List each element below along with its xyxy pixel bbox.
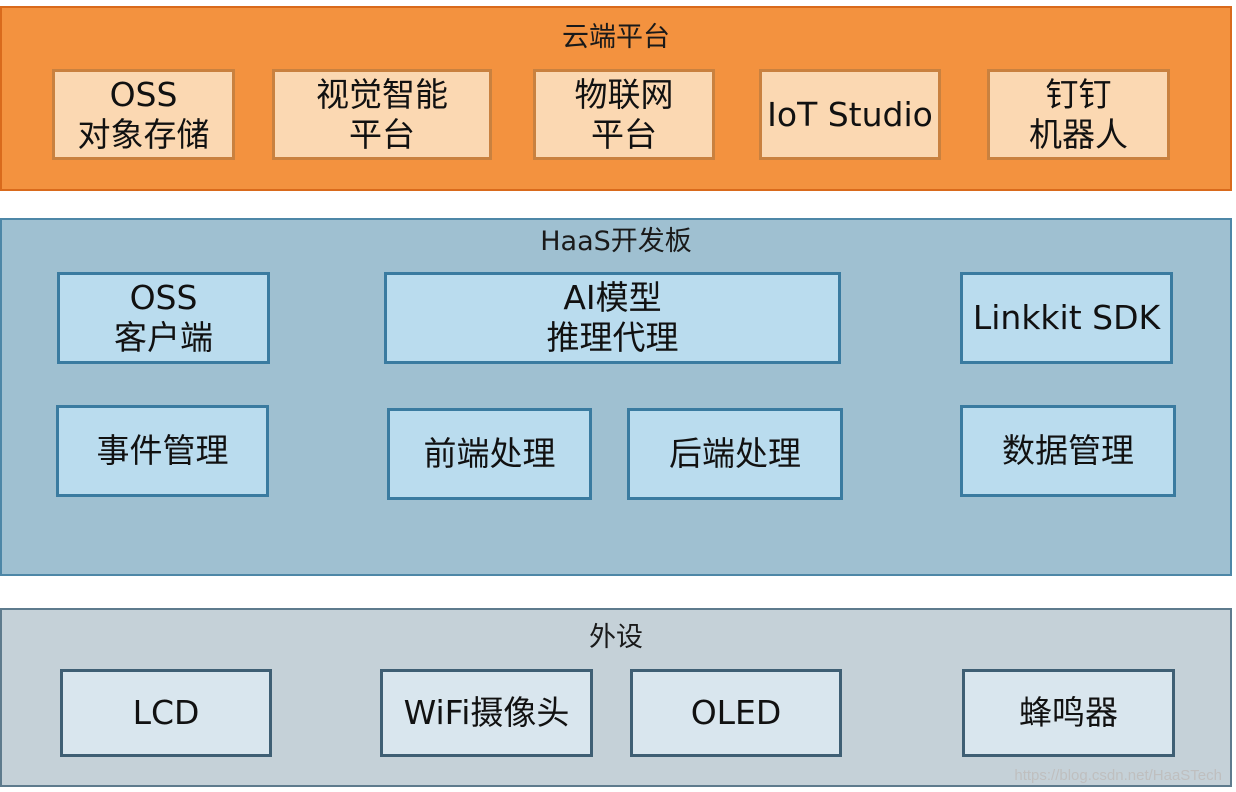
cloud-platform-layer: 云端平台 OSS 对象存储 视觉智能 平台 物联网 平台 IoT Studio … — [0, 6, 1232, 191]
vision-ai-platform-box: 视觉智能 平台 — [272, 69, 492, 160]
oss-client-box: OSS 客户端 — [57, 272, 270, 364]
box-label: 物联网 — [574, 74, 674, 114]
wifi-camera-box: WiFi摄像头 — [380, 669, 593, 757]
box-label: 钉钉 — [1045, 74, 1112, 114]
watermark: https://blog.csdn.net/HaaSTech — [1014, 767, 1222, 784]
peripherals-layer: 外设 LCD WiFi摄像头 OLED 蜂鸣器 — [0, 608, 1232, 787]
box-label: Linkkit SDK — [972, 298, 1161, 337]
box-label: LCD — [132, 693, 200, 732]
frontend-processing-box: 前端处理 — [387, 408, 592, 500]
iot-studio-box: IoT Studio — [759, 69, 941, 160]
box-label: OLED — [690, 693, 782, 732]
box-label: 客户端 — [114, 318, 213, 357]
box-label: IoT Studio — [767, 94, 933, 134]
dingtalk-robot-box: 钉钉 机器人 — [987, 69, 1170, 160]
box-label: 平台 — [591, 114, 657, 154]
peripherals-layer-title: 外设 — [589, 622, 643, 653]
box-label: 后端处理 — [669, 434, 801, 473]
lcd-box: LCD — [60, 669, 272, 757]
box-label: 推理代理 — [546, 318, 679, 357]
oled-box: OLED — [630, 669, 842, 757]
oss-storage-box: OSS 对象存储 — [52, 69, 235, 160]
box-label: 对象存储 — [77, 114, 210, 154]
box-label: 事件管理 — [96, 431, 229, 470]
box-label: 前端处理 — [423, 434, 556, 473]
data-management-box: 数据管理 — [960, 405, 1176, 497]
box-label: 蜂鸣器 — [1019, 693, 1118, 732]
cloud-layer-title: 云端平台 — [562, 22, 670, 53]
box-label: WiFi摄像头 — [403, 693, 570, 732]
event-management-box: 事件管理 — [56, 405, 269, 497]
box-label: OSS — [129, 278, 198, 317]
buzzer-box: 蜂鸣器 — [962, 669, 1175, 757]
backend-processing-box: 后端处理 — [627, 408, 843, 500]
box-label: 平台 — [349, 114, 415, 154]
haas-layer-title: HaaS开发板 — [540, 226, 692, 257]
ai-model-inference-proxy-box: AI模型 推理代理 — [384, 272, 841, 364]
linkkit-sdk-box: Linkkit SDK — [960, 272, 1173, 364]
box-label: 机器人 — [1029, 114, 1128, 154]
box-label: OSS — [109, 74, 178, 114]
haas-board-layer: HaaS开发板 OSS 客户端 AI模型 推理代理 Linkkit SDK 事件… — [0, 218, 1232, 576]
box-label: AI模型 — [563, 278, 662, 317]
box-label: 视觉智能 — [316, 74, 448, 114]
box-label: 数据管理 — [1002, 431, 1134, 470]
iot-platform-box: 物联网 平台 — [533, 69, 715, 160]
